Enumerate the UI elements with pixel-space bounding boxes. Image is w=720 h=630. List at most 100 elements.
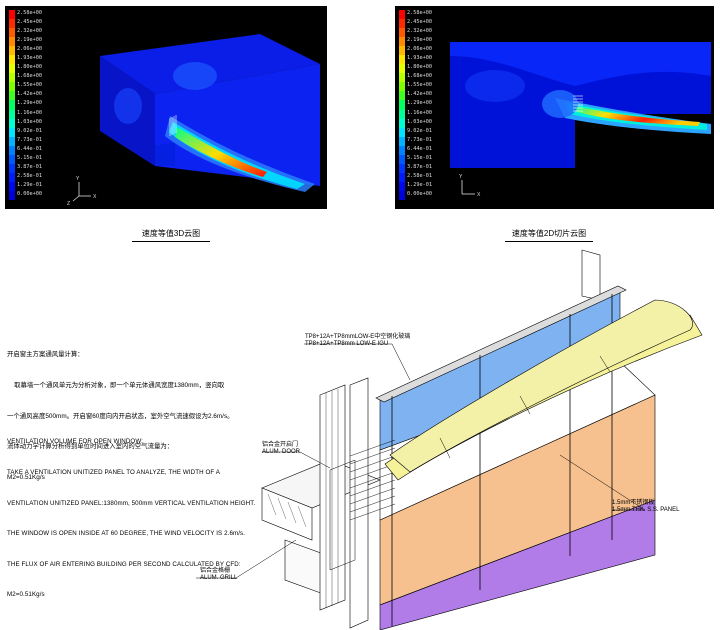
legend-swatch [399,127,405,138]
legend-value: 1.29e-01 [407,181,432,188]
legend-value: 2.58e-01 [17,172,42,179]
legend-value: 1.16e+00 [407,109,432,116]
legend-swatch [399,145,405,156]
legend-swatch [399,181,405,192]
caption-3d: 速度等值3D云图 [132,228,210,242]
legend-value: 1.29e+00 [17,100,42,107]
legend-value: 6.44e-01 [407,145,432,152]
door-leader [262,451,331,469]
axis-y-label-2d: Y [459,174,463,180]
legend-value: 0.00e+00 [17,190,42,197]
slice-swirl-2 [465,70,525,102]
legend-value: 0.00e+00 [407,190,432,197]
grill-leader [196,539,297,579]
en-line-3: VENTILATION UNITIZED PANEL:1380mm, 500mm… [7,499,256,507]
chinese-note: 开启窗主方案通风量计算： 取幕墙一个通风单元为分析对象，即一个单元体通风宽度13… [7,330,247,493]
en-line-2: TAKE A VENTILATION UNITIZED PANEL TO ANA… [7,469,220,477]
purple-panel [379,499,656,630]
cn-line-5: M2=0.51Kg/s [7,473,45,481]
slice-plume-core [575,106,700,126]
en-line-4: THE WINDOW IS OPEN INSIDE AT 60 DEGREE, … [7,530,246,538]
legend-swatch [399,19,405,29]
english-note: VENTILATION VOLUME FOR OPEN WINDOW: TAKE… [7,417,262,611]
legend-swatch [399,10,405,20]
legend-value: 1.93e+00 [407,55,432,62]
legend-value: 1.80e+00 [407,64,432,71]
legend-swatch [9,91,15,101]
legend-swatch [9,82,15,92]
legend-value: 1.68e+00 [17,73,42,80]
legend-value: 1.03e+00 [407,118,432,125]
legend-value: 2.06e+00 [17,46,42,53]
window-hatch-3d [169,115,177,136]
legend-value: 3.87e-01 [407,163,432,170]
sunshade-upper [389,299,693,473]
window-hatch-2d [573,95,583,112]
legend-value: 2.06e+00 [407,46,432,53]
mullion-lines [325,389,339,608]
legend-swatch [399,64,405,74]
door-label: 铝合金开启门 ALUM. DOOR [262,442,300,456]
legend-swatch [9,10,15,20]
legend-swatch [399,163,405,174]
plume-cyan [169,122,305,189]
legend-value: 2.58e+00 [407,10,432,16]
cfd-3d-plot: Y X Z [67,34,320,207]
upper-post [581,249,601,301]
grill-label-en: ALUM. GRILL [200,575,238,581]
legend-value: 1.80e+00 [17,64,42,71]
grill-label-cn: 铝合金格栅 [200,568,231,574]
legend-swatch [9,37,15,47]
legend-swatch [9,127,15,138]
legend-swatch [9,28,15,38]
cfd-2d-plot: Y X [450,42,711,198]
plume-light [165,116,315,192]
legend-swatch [9,145,15,156]
panel-leader [559,454,646,511]
legend-value: 5.15e-01 [17,154,42,161]
box-notch [155,142,175,166]
legend-value: 2.19e+00 [407,37,432,44]
legend-swatch [399,55,405,65]
legend-swatch [9,64,15,74]
axis-z-label-3d: Z [67,201,70,207]
legend-value: 9.02e-01 [407,127,432,134]
panel-label-en: 1.5mm THK. S.S. PANEL [612,507,680,513]
axis-y-label-3d: Y [76,176,80,182]
mullion-stack [319,384,346,611]
legend-value: 2.58e+00 [17,10,42,16]
panel-label-cn: 1.5mm不锈钢板 [612,500,655,506]
legend-swatch [399,28,405,38]
legend-swatch [9,163,15,174]
swirl-region [173,62,217,90]
legend-swatch [399,73,405,83]
legend-swatch [9,73,15,83]
legend-swatch [399,82,405,92]
door-frame [329,459,356,571]
legend-value: 1.29e+00 [407,100,432,107]
floor-slab-front [261,487,313,541]
glass-label: TP8+12A+TP8mmLOW-E中空钢化玻璃 TP8+12A+TP8mm L… [305,334,410,348]
legend-swatch [9,136,15,147]
cn-line-3: 一个通风高度500mm。开启窗60度向内开启状态，室外空气流速假设为2.6m/s… [7,412,234,420]
grill-label: 铝合金格栅 ALUM. GRILL [200,568,237,582]
legend-value: 1.42e+00 [407,91,432,98]
legend-value: 1.55e+00 [407,82,432,89]
caption-2d: 速度等值2D切片云图 [505,228,593,242]
legend-value: 6.44e-01 [17,145,42,152]
cn-line-1: 开启窗主方案通风量计算： [7,351,84,359]
legend-value: 3.87e-01 [17,163,42,170]
legend-value: 2.45e+00 [407,19,432,26]
legend-swatch [9,109,15,120]
legend-value: 2.19e+00 [17,37,42,44]
legend-swatch [399,109,405,120]
legend-swatch [399,91,405,101]
legend-swatch [399,190,405,201]
legend-value: 1.03e+00 [17,118,42,125]
glass-leader [304,343,411,381]
legend-swatch [9,190,15,201]
legend-swatch [399,154,405,165]
slice-swirl [542,90,578,118]
